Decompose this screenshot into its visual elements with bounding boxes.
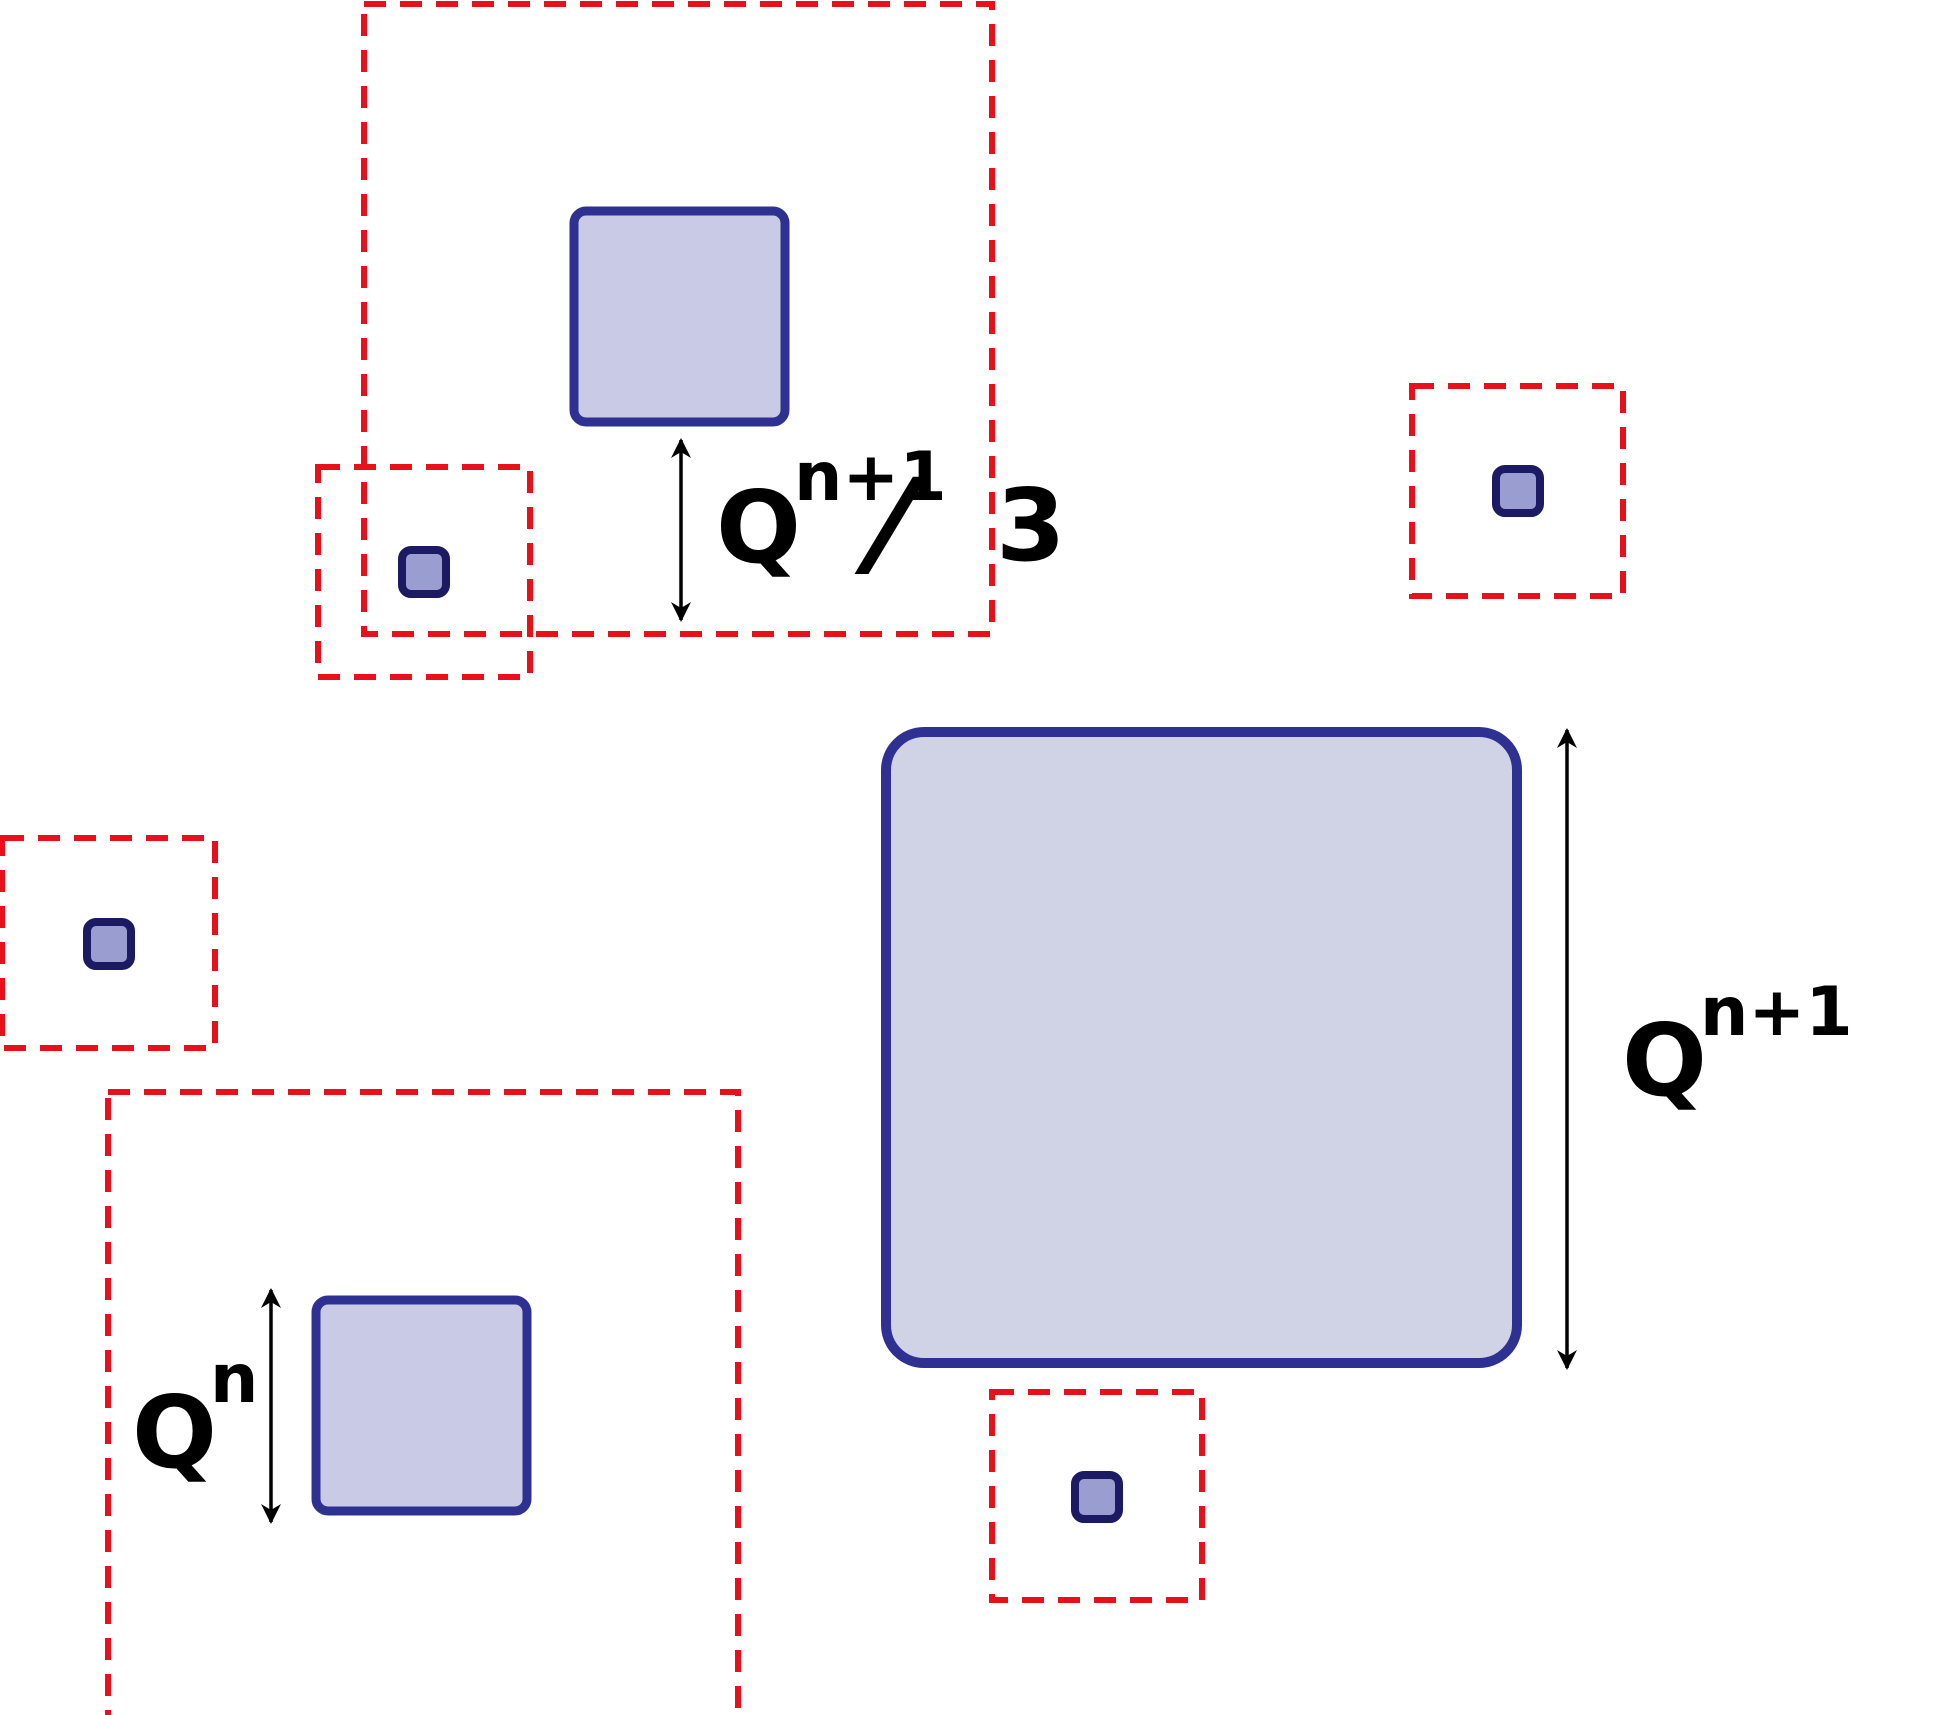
label-superscript-n-plus-1: n+1 <box>1700 973 1853 1052</box>
label-q-n-plus-1: Q n+1 <box>1622 973 1853 1119</box>
tiny-squares <box>83 465 1544 1523</box>
label-base-q: Q <box>716 469 801 586</box>
label-q-n-plus-1-over-3: Q n+1 ⁄ 3 <box>716 438 1066 603</box>
large-square <box>881 727 1522 1368</box>
dashed-boxes <box>0 1 1626 1715</box>
dashed-box-right-small <box>1409 383 1626 599</box>
label-base-q: Q <box>1622 1002 1707 1119</box>
tiny-square-bottom <box>1071 1471 1123 1523</box>
label-q-n: Q n <box>132 1340 258 1491</box>
dashed-box-bottom-small <box>989 1389 1205 1603</box>
label-base-q: Q <box>132 1374 217 1491</box>
dashed-box-top-small <box>315 464 533 680</box>
tiny-square-right <box>1492 465 1544 517</box>
tiny-square-top <box>398 546 450 598</box>
medium-square-bottom <box>311 1295 532 1516</box>
tiny-square-left <box>83 918 135 970</box>
dashed-box-left-small <box>0 835 218 1051</box>
label-superscript-n-plus-1: n+1 <box>794 438 947 517</box>
label-fraction-denominator: 3 <box>996 467 1066 584</box>
dashed-box-top-large <box>361 1 995 637</box>
dashed-box-bottom-large <box>105 1089 741 1715</box>
label-superscript-n: n <box>210 1340 258 1419</box>
dimension-arrows <box>261 438 1577 1524</box>
medium-square-top <box>569 206 790 427</box>
